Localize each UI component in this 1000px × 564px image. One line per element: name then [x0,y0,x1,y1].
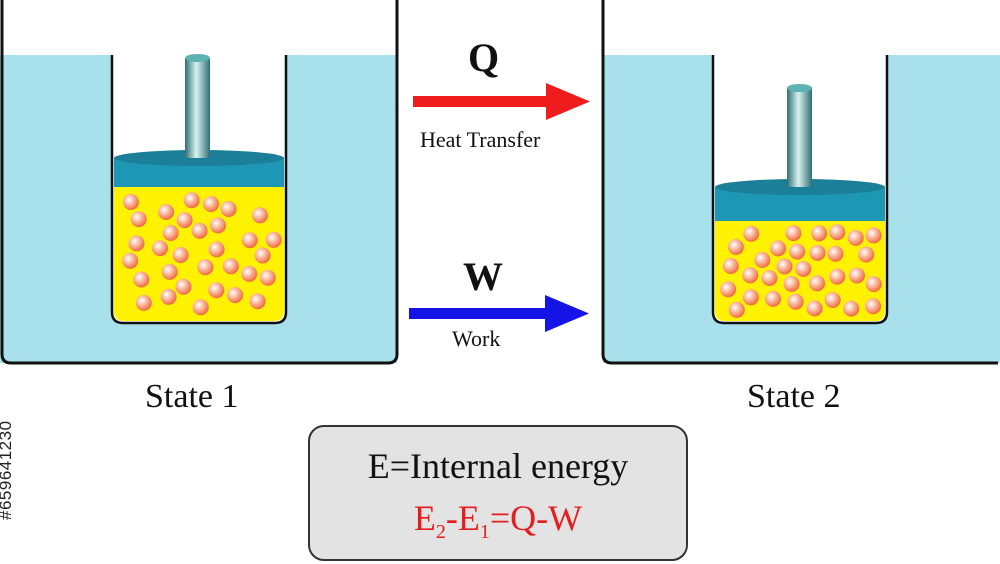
formula-sub1: 1 [479,521,490,544]
gas-particle [203,196,219,212]
gas-particle [847,229,864,246]
state1-beaker-outline [0,0,399,365]
equation-title: E=Internal energy [367,446,629,486]
gas-particle [220,201,237,217]
state1-label: State 1 [145,378,239,415]
gas-particle [728,301,745,318]
gas-particle [191,222,208,239]
heat-transfer-arrow [413,83,590,120]
gas-particle [785,225,802,242]
gas-particle [789,243,806,260]
gas-particle [254,247,271,264]
gas-particle [843,300,860,317]
gas-particle [265,231,282,248]
formula-minus: - [445,498,458,538]
work-caption: Work [452,326,501,351]
gas-particle [783,275,800,292]
gas-particle [722,258,739,274]
formula-e2: E [413,498,436,538]
gas-particle [162,225,179,241]
gas-particle [858,246,875,263]
gas-particle [809,275,826,292]
gas-particle [865,298,882,315]
state2-label: State 2 [747,378,841,415]
gas-particle [152,240,168,257]
formula-rhs: =Q-W [489,498,583,538]
gas-particle [128,235,145,252]
gas-particle [208,241,225,258]
gas-particle [742,267,759,284]
gas-particle [161,263,178,280]
gas-particle [829,268,846,285]
gas-particle [809,244,826,261]
watermark-id: #659641230 [0,330,32,530]
gas-particle [135,294,152,311]
gas-particle [160,288,177,305]
formula-e1: E [457,498,480,538]
gas-particle [754,251,771,268]
gas-particle [776,258,793,275]
gas-particle [122,252,139,269]
state2-piston-rod [787,88,812,187]
gas-particle [130,211,147,228]
gas-particle [227,287,244,304]
gas-particle [824,292,841,308]
gas-particle [208,282,225,299]
state2-piston [715,84,885,221]
gas-particle [122,194,139,210]
gas-particle [811,225,828,242]
gas-particle [827,245,844,262]
gas-particle [175,278,192,295]
gas-particle [795,260,812,277]
gas-particle [210,217,226,234]
gas-particle [197,259,214,276]
state2-container [601,0,1000,365]
gas-particle [829,224,846,241]
state1-particles [122,192,282,316]
gas-particle [787,293,804,310]
first-law-formula: E2-E1=Q-W [310,497,686,544]
formula-sub2: 2 [435,521,446,544]
state1-piston [114,54,284,187]
gas-particle [172,247,189,263]
gas-particle [765,290,781,307]
equation-box: E=Internal energy E2-E1=Q-W [308,425,688,561]
gas-particle [806,300,823,317]
state1-piston-rod [185,58,210,158]
heat-transfer-caption: Heat Transfer [420,127,541,152]
gas-particle [849,267,865,284]
gas-particle [742,289,759,306]
gas-particle [720,281,737,298]
heat-letter: Q [468,35,500,80]
gas-particle [743,225,760,242]
work-letter: W [463,254,503,299]
gas-particle [259,269,276,286]
gas-particle [222,258,239,275]
gas-particle [176,212,193,229]
watermark-text: #659641230 [0,420,15,520]
state2-beaker-outline [601,0,998,365]
gas-particle [133,271,150,288]
gas-particle [727,239,744,255]
gas-particle [158,204,175,220]
state2-particles [720,224,882,318]
gas-particle [865,276,882,293]
work-arrow [409,295,589,332]
gas-particle [241,232,258,249]
gas-particle [249,293,266,310]
gas-particle [183,192,200,209]
gas-particle [761,270,778,286]
gas-particle [241,265,258,282]
state1-gas [114,184,284,321]
gas-particle [770,240,786,257]
gas-particle [865,227,882,244]
gas-particle [252,207,268,224]
gas-particle [192,299,209,316]
state1-container [0,0,399,365]
